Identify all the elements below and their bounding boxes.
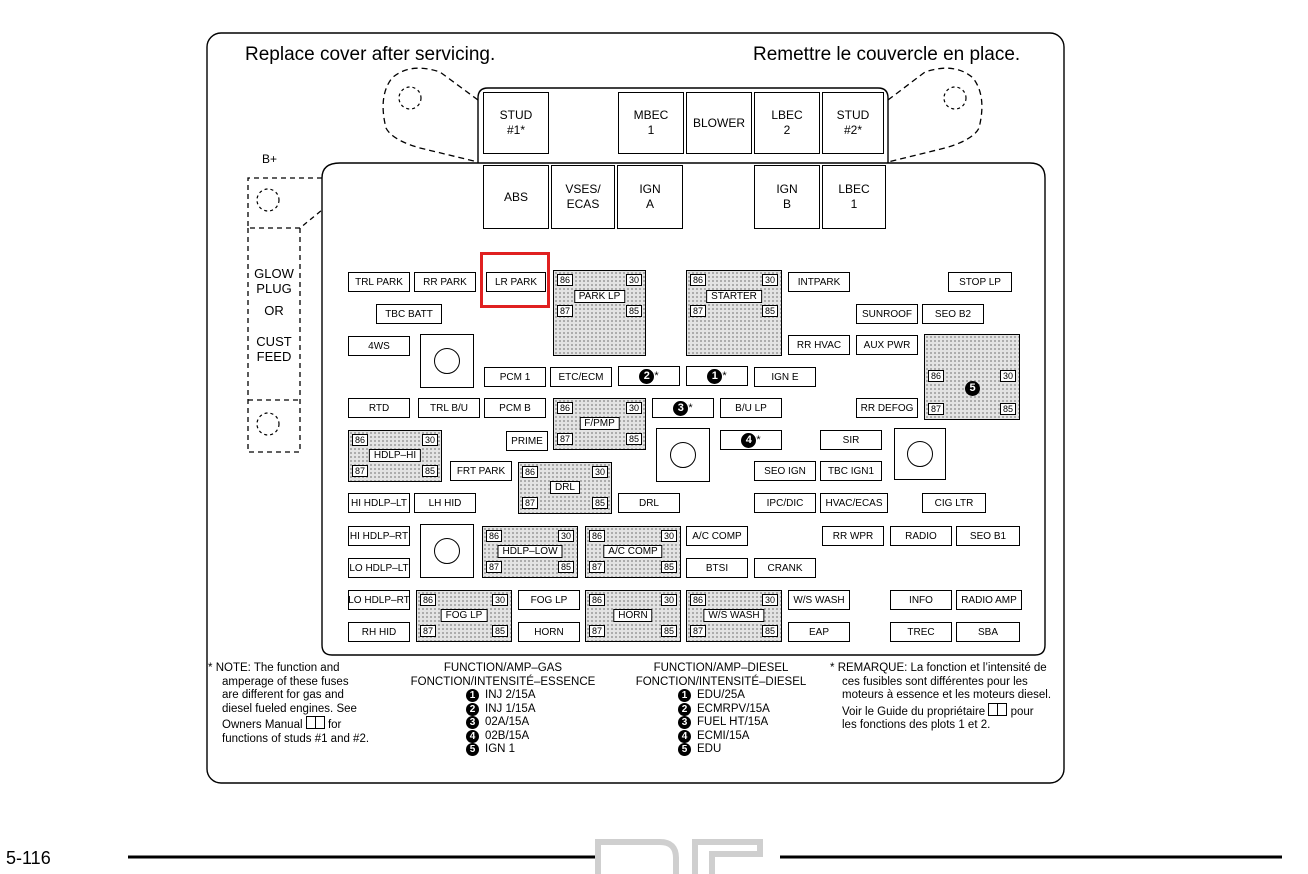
fuse-lo-hdlp-rt[interactable]: LO HDLP–RT — [348, 590, 410, 610]
fuse-ws-wash[interactable]: W/S WASH — [788, 590, 850, 610]
circuit-breaker-socket — [420, 334, 474, 388]
fuse-tbc-ign1[interactable]: TBC IGN1 — [820, 461, 882, 481]
fuse-radio[interactable]: RADIO — [890, 526, 952, 546]
fuse-rr-park[interactable]: RR PARK — [414, 272, 476, 292]
fuse-aux-pwr[interactable]: AUX PWR — [856, 335, 918, 355]
fuse-marker-3[interactable]: 3* — [652, 398, 714, 418]
circuit-breaker-socket — [894, 428, 946, 480]
fuse-eap[interactable]: EAP — [788, 622, 850, 642]
fuse-vses-ecas[interactable]: VSES/ ECAS — [551, 165, 615, 229]
fuse-crank[interactable]: CRANK — [754, 558, 816, 578]
fuse-lr-park[interactable]: LR PARK — [486, 272, 546, 292]
fuse-bu-lp[interactable]: B/U LP — [720, 398, 782, 418]
relay-horn[interactable]: 86 30 HORN 87 85 — [585, 590, 681, 642]
fuse-intpark[interactable]: INTPARK — [788, 272, 850, 292]
fuse-blower[interactable]: BLOWER — [686, 92, 752, 154]
fuse-trl-bu[interactable]: TRL B/U — [418, 398, 480, 418]
fuse-lo-hdlp-lt[interactable]: LO HDLP–LT — [348, 558, 410, 578]
relay-hdlp-low[interactable]: 86 30 HDLP–LOW 87 85 — [482, 526, 578, 578]
relay-fog-lp[interactable]: 86 30 FOG LP 87 85 — [416, 590, 512, 642]
relay-starter[interactable]: 86 30 STARTER 87 85 — [686, 270, 782, 356]
fuse-hvac-ecas[interactable]: HVAC/ECAS — [820, 493, 888, 513]
fuse-rtd[interactable]: RTD — [348, 398, 410, 418]
marker-5-icon: 5 — [965, 381, 980, 396]
fuse-seo-b2[interactable]: SEO B2 — [922, 304, 984, 324]
fuse-ign-b[interactable]: IGN B — [754, 165, 820, 229]
fuse-ign-e[interactable]: IGN E — [754, 367, 816, 387]
fuse-seo-b1[interactable]: SEO B1 — [956, 526, 1020, 546]
fuse-prime[interactable]: PRIME — [506, 431, 548, 451]
fuse-radio-amp[interactable]: RADIO AMP — [956, 590, 1022, 610]
relay-ws-wash[interactable]: 86 30 W/S WASH 87 85 — [686, 590, 782, 642]
circuit-breaker-socket — [420, 524, 474, 578]
fuse-trec[interactable]: TREC — [890, 622, 952, 642]
legend-diesel: FUNCTION/AMP–DIESEL FONCTION/INTENSITÉ–D… — [635, 662, 807, 757]
fuse-abs[interactable]: ABS — [483, 165, 549, 229]
glow-plug-label: GLOW PLUG OR CUST FEED — [254, 266, 294, 364]
fuse-sir[interactable]: SIR — [820, 430, 882, 450]
fuse-pcm-b[interactable]: PCM B — [484, 398, 546, 418]
manual-book-icon — [305, 716, 325, 729]
fuse-ac-comp[interactable]: A/C COMP — [686, 526, 748, 546]
fuse-hi-hdlp-lt[interactable]: HI HDLP–LT — [348, 493, 410, 513]
fuse-ipc-dic[interactable]: IPC/DIC — [754, 493, 816, 513]
fuse-frt-park[interactable]: FRT PARK — [450, 461, 512, 481]
note-english: * NOTE: The function and amperage of the… — [208, 662, 370, 745]
fuse-rr-wpr[interactable]: RR WPR — [822, 526, 884, 546]
relay-5[interactable]: 86 30 5 87 85 — [924, 334, 1020, 420]
fuse-lbec-2[interactable]: LBEC 2 — [754, 92, 820, 154]
circuit-breaker-socket — [656, 428, 710, 482]
relay-drl[interactable]: 86 30 DRL 87 85 — [518, 462, 612, 514]
relay-ac-comp[interactable]: 86 30 A/C COMP 87 85 — [585, 526, 681, 578]
fuse-mbec-1[interactable]: MBEC 1 — [618, 92, 684, 154]
highlight-box — [480, 252, 550, 308]
fuse-trl-park[interactable]: TRL PARK — [348, 272, 410, 292]
fuse-marker-4[interactable]: 4* — [720, 430, 782, 450]
fuse-stud-1[interactable]: STUD #1* — [483, 92, 549, 154]
fuse-hi-hdlp-rt[interactable]: HI HDLP–RT — [348, 526, 410, 546]
fuse-drl[interactable]: DRL — [618, 493, 680, 513]
fuse-fog-lp[interactable]: FOG LP — [518, 590, 580, 610]
fuse-lbec-1[interactable]: LBEC 1 — [822, 165, 886, 229]
fuse-marker-2[interactable]: 2* — [618, 366, 680, 386]
page-number: 5-116 — [6, 848, 51, 868]
fuse-rh-hid[interactable]: RH HID — [348, 622, 410, 642]
fuse-rr-hvac[interactable]: RR HVAC — [788, 335, 850, 355]
fuse-stud-2[interactable]: STUD #2* — [822, 92, 884, 154]
relay-park-lp[interactable]: 86 30 PARK LP 87 85 — [553, 270, 646, 356]
relay-fpmp[interactable]: 86 30 F/PMP 87 85 — [553, 398, 646, 450]
fuse-ign-a[interactable]: IGN A — [617, 165, 683, 229]
fuse-horn[interactable]: HORN — [518, 622, 580, 642]
fuse-lh-hid[interactable]: LH HID — [414, 493, 476, 513]
header-left-note: Replace cover after servicing. — [245, 44, 496, 65]
fuse-sunroof[interactable]: SUNROOF — [856, 304, 918, 324]
fuse-tbc-batt[interactable]: TBC BATT — [376, 304, 442, 324]
relay-hdlp-hi[interactable]: 86 30 HDLP–HI 87 85 — [348, 430, 442, 482]
manual-book-icon — [988, 702, 1008, 716]
fuse-marker-1[interactable]: 1* — [686, 366, 748, 386]
fuse-cig-ltr[interactable]: CIG LTR — [922, 493, 986, 513]
fuse-4ws[interactable]: 4WS — [348, 336, 410, 356]
fuse-info[interactable]: INFO — [890, 590, 952, 610]
note-french: * REMARQUE: La fonction et l’intensité d… — [830, 662, 1052, 731]
fuse-rr-defog[interactable]: RR DEFOG — [856, 398, 918, 418]
legend-gas: FUNCTION/AMP–GAS FONCTION/INTENSITÉ–ESSE… — [410, 662, 596, 757]
fuse-pcm-1[interactable]: PCM 1 — [484, 367, 546, 387]
fuse-etc-ecm[interactable]: ETC/ECM — [550, 367, 612, 387]
fuse-btsi[interactable]: BTSI — [686, 558, 748, 578]
header-right-note: Remettre le couvercle en place. — [753, 44, 1021, 65]
fuse-seo-ign[interactable]: SEO IGN — [754, 461, 816, 481]
fuse-stop-lp[interactable]: STOP LP — [948, 272, 1012, 292]
fuse-sba[interactable]: SBA — [956, 622, 1020, 642]
battery-terminal-label: B+ — [262, 152, 278, 166]
